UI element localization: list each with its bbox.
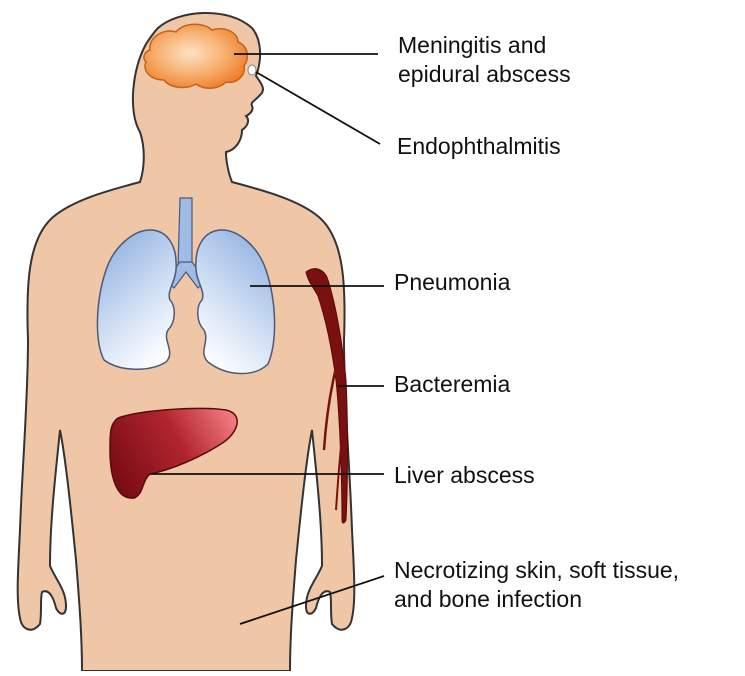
label-meningitis-line2: epidural abscess — [398, 60, 571, 89]
trachea — [178, 198, 192, 268]
label-meningitis: Meningitis and epidural abscess — [398, 31, 571, 89]
label-necrotizing-line2: and bone infection — [394, 585, 679, 614]
label-necrotizing: Necrotizing skin, soft tissue, and bone … — [394, 556, 679, 614]
label-bacteremia: Bacteremia — [394, 370, 510, 399]
label-liver-abscess: Liver abscess — [394, 461, 535, 490]
label-necrotizing-line1: Necrotizing skin, soft tissue, — [394, 556, 679, 585]
label-endophthalmitis: Endophthalmitis — [397, 132, 561, 161]
leader-endophthalmitis — [256, 72, 380, 144]
label-meningitis-line1: Meningitis and — [398, 31, 571, 60]
eye — [248, 65, 256, 75]
body-silhouette — [18, 13, 355, 671]
label-pneumonia: Pneumonia — [394, 268, 510, 297]
brain — [144, 24, 247, 88]
